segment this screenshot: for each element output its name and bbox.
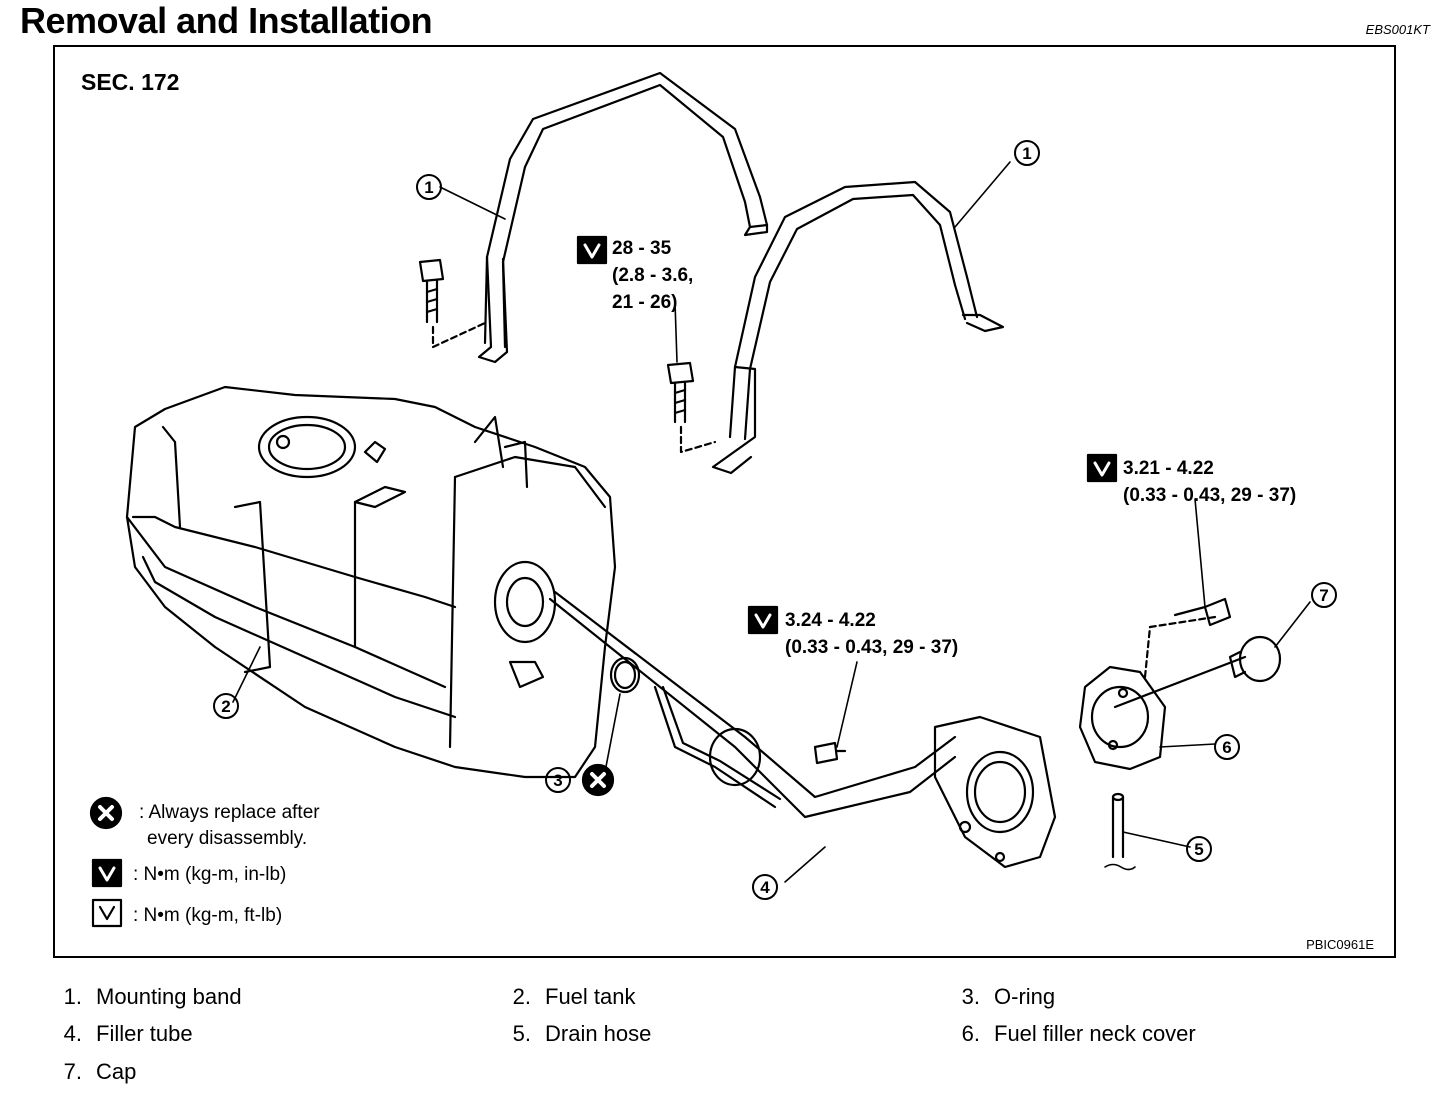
torque-wrench-icons [91,235,1118,928]
reference-code: EBS001KT [1365,22,1430,37]
callout-2: 2 [221,697,230,716]
part-name: Drain hose [545,1021,652,1046]
figure-code: PBIC0961E [1306,937,1374,952]
list-item: 2. Fuel tank [484,984,636,1010]
legend-replace-text-2: every disassembly. [147,828,308,849]
legend-inlb: : N•m (kg-m, in-lb) [133,862,286,888]
filler-tube [548,590,1057,869]
torque-filler-bolt-line2: (0.33 - 0.43, 29 - 37) [785,637,959,658]
list-item: 7. Cap [35,1059,137,1085]
exploded-view-illustration [89,71,1337,928]
callout-5: 5 [1194,840,1203,859]
page-title: Removal and Installation [20,0,433,41]
torque-band-bolt-line1: 28 - 35 [612,238,672,259]
legend-replace-text: : Always replace after [139,802,320,823]
callout-circles [213,140,1337,900]
torque-band-bolt: 28 - 35 (2.8 - 3.6, 21 - 26) [612,235,693,316]
torque-filler-bolt: 3.24 - 4.22 (0.33 - 0.43, 29 - 37) [785,607,958,661]
part-number: 1. [63,984,82,1009]
callout-1-left: 1 [424,178,433,197]
fuel-tank [125,385,617,779]
part-name: O-ring [994,984,1056,1009]
callout-3: 3 [553,771,562,790]
list-item: 6. Fuel filler neck cover [933,1021,1196,1047]
part-number: 5. [512,1021,531,1046]
part-number: 2. [512,984,531,1009]
part-number: 3. [961,984,980,1009]
torque-band-bolt-line2: (2.8 - 3.6, [612,265,694,286]
callout-4: 4 [760,878,770,897]
part-number: 6. [961,1021,980,1046]
part-name: Fuel tank [545,984,636,1009]
list-item: 1. Mounting band [35,984,242,1010]
mounting-band-left [477,71,769,364]
torque-cover-bolt: 3.21 - 4.22 (0.33 - 0.43, 29 - 37) [1123,455,1296,509]
o-ring-inner [613,660,637,690]
diagram-frame: 1 1 2 3 4 5 6 7 SEC. 172 28 - 35 (2.8 - … [53,45,1396,958]
band-bolts [418,258,717,454]
hose-end-mark [1104,863,1136,871]
list-item: 5. Drain hose [484,1021,652,1047]
torque-band-bolt-line3: 21 - 26) [612,292,678,313]
part-number: 7. [63,1059,82,1084]
filler-neck-cover [1078,597,1232,771]
torque-cover-bolt-line1: 3.21 - 4.22 [1123,458,1214,479]
legend-ftlb: : N•m (kg-m, ft-lb) [133,903,282,929]
part-name: Cap [96,1059,137,1084]
replace-marker-icons [89,763,615,830]
torque-cover-bolt-line2: (0.33 - 0.43, 29 - 37) [1123,485,1297,506]
list-item: 4. Filler tube [35,1021,193,1047]
legend-replace: : Always replace after every disassembly… [139,800,320,852]
cap [1113,635,1282,709]
mounting-band-right [711,180,1005,475]
drain-hose [1111,792,1125,859]
callout-7: 7 [1319,586,1328,605]
part-number: 4. [63,1021,82,1046]
part-name: Mounting band [96,984,242,1009]
callout-numbers: 1 1 2 3 4 5 6 7 [221,144,1328,897]
legend-inlb-text: : N•m (kg-m, in-lb) [133,864,287,885]
torque-filler-bolt-line1: 3.24 - 4.22 [785,610,876,631]
leader-lines [232,161,1311,883]
section-label: SEC. 172 [81,69,180,95]
part-name: Fuel filler neck cover [994,1021,1196,1046]
part-name: Filler tube [96,1021,193,1046]
legend-ftlb-text: : N•m (kg-m, ft-lb) [133,905,283,926]
callout-6: 6 [1222,738,1231,757]
list-item: 3. O-ring [933,984,1055,1010]
callout-1-right: 1 [1022,144,1031,163]
